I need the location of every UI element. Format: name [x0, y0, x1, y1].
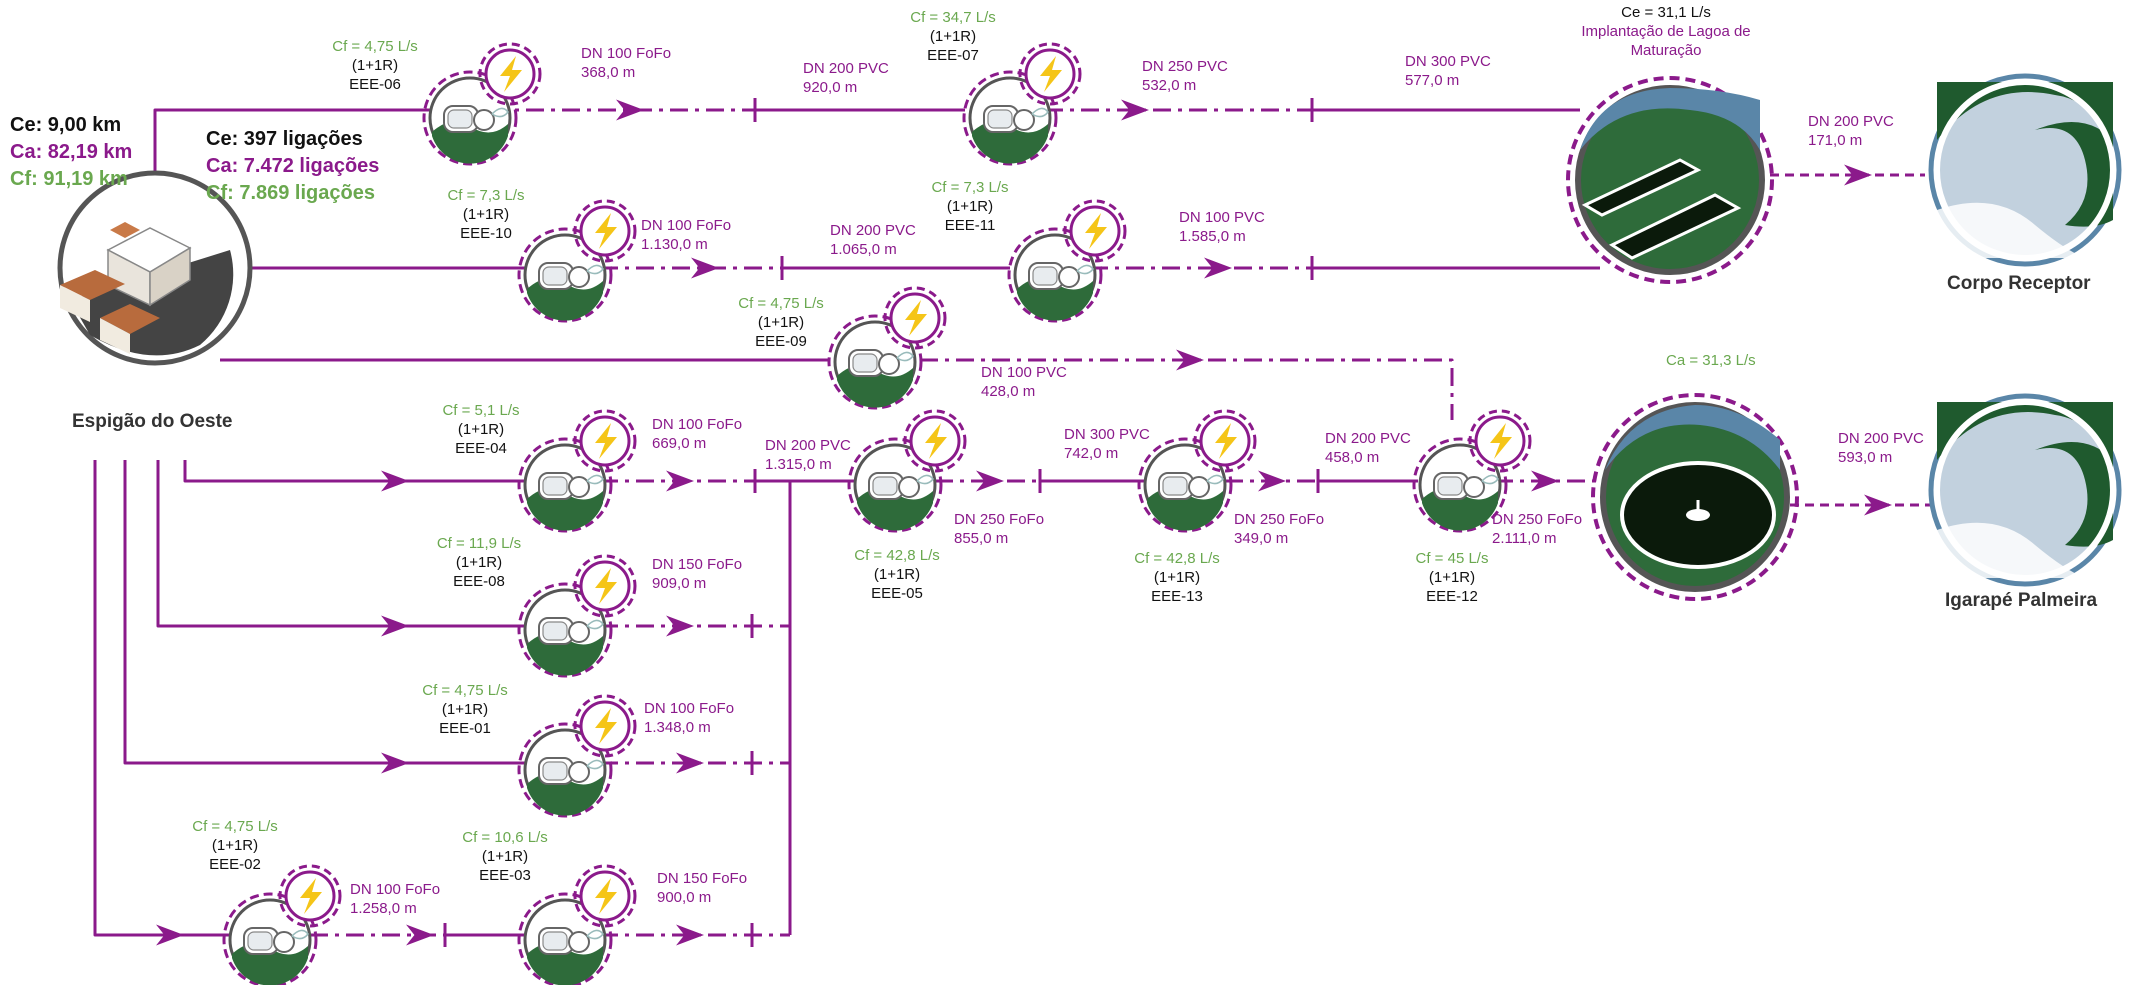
- station-label-eee10: Cf = 7,3 L/s(1+1R)EEE-10: [447, 187, 525, 242]
- arrow-line-eee01: [381, 752, 409, 774]
- pump-station-eee06: [422, 42, 542, 166]
- lagoon-flow: Ce = 31,1 L/s: [1621, 4, 1711, 21]
- station-label-eee05: Cf = 42,8 L/s(1+1R)EEE-05: [854, 547, 940, 602]
- lagoon-dashed-ring: [1566, 76, 1774, 284]
- connections-stats: Ce: 397 ligações Ca: 7.472 ligações Cf: …: [206, 126, 379, 207]
- receiver-corpo-name: Corpo Receptor: [1947, 273, 2091, 294]
- pump-station-eee02: [222, 864, 342, 985]
- pump-station-eee09: [827, 286, 947, 410]
- station-label-eee06: Cf = 4,75 L/s(1+1R)EEE-06: [332, 38, 418, 93]
- ete-flow: Ca = 31,3 L/s: [1666, 352, 1756, 369]
- arrow-line-eee04: [381, 470, 409, 492]
- lagoon-pond-1: [1581, 158, 1702, 217]
- house-wall-3: [100, 318, 130, 354]
- arrow-p01: [676, 752, 704, 774]
- lagoon-pond-2: [1608, 193, 1742, 260]
- length-ce: Ce: 9,00 km: [10, 114, 122, 136]
- arrow-p05: [976, 470, 1004, 492]
- connections-ce: Ce: 397 ligações: [206, 128, 363, 150]
- station-label-eee13: Cf = 42,8 L/s(1+1R)EEE-13: [1134, 550, 1220, 605]
- arrow-line-eee02: [156, 924, 184, 946]
- pipe-p09-pump: [920, 358, 1454, 420]
- station-label-eee12: Cf = 45 L/s(1+1R)EEE-12: [1415, 550, 1489, 605]
- pump-station-eee05: [847, 409, 967, 533]
- ete-center: [1686, 509, 1710, 521]
- length-ca: Ca: 82,19 km: [10, 141, 133, 163]
- arrow-p12: [1531, 470, 1559, 492]
- arrow-p08: [666, 615, 694, 637]
- maturation-lagoon-icon: [1566, 76, 1774, 284]
- station-label-eee08: Cf = 11,9 L/s(1+1R)EEE-08: [436, 535, 522, 590]
- station-label-eee09: Cf = 4,75 L/s(1+1R)EEE-09: [738, 295, 824, 350]
- length-cf: Cf: 91,19 km: [10, 168, 128, 190]
- ete-dashed-ring: [1591, 393, 1799, 601]
- arrow-p06: [616, 99, 644, 121]
- station-label-eee04: Cf = 5,1 L/s(1+1R)EEE-04: [442, 402, 520, 457]
- ete-sky: [1605, 405, 1780, 470]
- receiver-igarape-icon: [1931, 396, 2119, 584]
- house-roof-4: [110, 222, 140, 238]
- house-roof-2: [60, 270, 125, 300]
- arrow-p04: [666, 470, 694, 492]
- lagoon-label: Ce = 31,1 L/s Implantação de Lagoa de Ma…: [1548, 4, 1784, 60]
- line-to-eee06: [153, 108, 430, 178]
- lagoon-title: Implantação de Lagoa de Maturação: [1581, 22, 1751, 59]
- arrow-p03: [676, 924, 704, 946]
- pump-station-eee01: [517, 694, 637, 818]
- house-wall-2: [60, 285, 90, 322]
- station-label-eee07: Cf = 34,7 L/s(1+1R)EEE-07: [910, 9, 996, 64]
- connections-cf: Cf: 7.869 ligações: [206, 182, 375, 204]
- city-name: Espigão do Oeste: [72, 411, 233, 432]
- lagoon-sky: [1580, 88, 1760, 150]
- line-to-eee04: [183, 460, 530, 483]
- arrow-p11: [1204, 257, 1232, 279]
- treatment-plant-icon: [1591, 393, 1799, 601]
- station-label-eee11: Cf = 7,3 L/s(1+1R)EEE-11: [931, 179, 1009, 234]
- connections-ca: Ca: 7.472 ligações: [206, 155, 380, 177]
- arrow-p10: [691, 257, 719, 279]
- arrow-p07: [1121, 99, 1149, 121]
- station-label-eee02: Cf = 4,75 L/s(1+1R)EEE-02: [192, 818, 278, 873]
- station-label-eee01: Cf = 4,75 L/s(1+1R)EEE-01: [422, 682, 508, 737]
- house-roof-3: [100, 304, 160, 334]
- city-houses-icon: [57, 170, 253, 366]
- arrow-ete-igarape: [1864, 494, 1892, 516]
- receiver-corpo-icon: [1931, 76, 2119, 264]
- arrow-p13: [1258, 470, 1286, 492]
- arrow-p02: [406, 924, 434, 946]
- receiver-igarape-name: Igarapé Palmeira: [1945, 590, 2098, 611]
- line-to-eee02: [93, 460, 230, 937]
- arrow-lagoon-corpo: [1844, 164, 1872, 186]
- station-label-eee03: Cf = 10,6 L/s(1+1R)EEE-03: [462, 829, 548, 884]
- arrow-p09: [1176, 349, 1204, 371]
- arrow-line-eee08: [381, 615, 409, 637]
- house-side-1: [149, 246, 191, 307]
- network-length-stats: Ce: 9,00 km Ca: 82,19 km Cf: 91,19 km: [10, 112, 132, 193]
